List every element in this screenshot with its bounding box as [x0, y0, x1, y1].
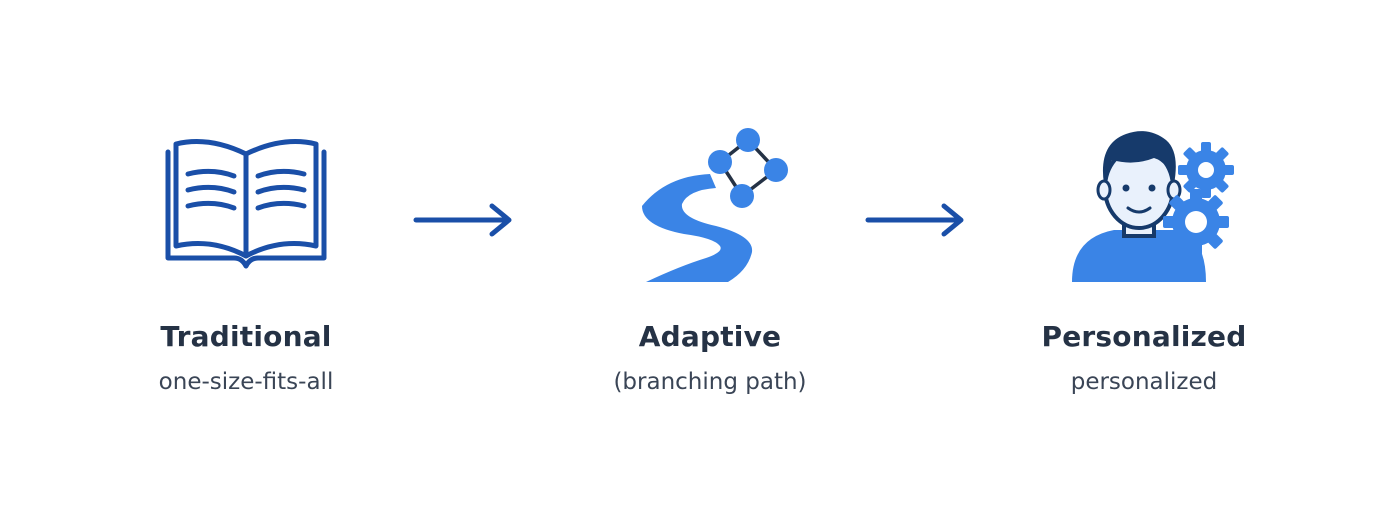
stage-traditional: Traditional one-size-fits-all — [96, 120, 396, 410]
stage-personalized: Personalized personalized — [994, 120, 1294, 410]
stage-subtitle: (branching path) — [613, 369, 807, 395]
stage-adaptive: Adaptive (branching path) — [560, 120, 860, 410]
open-book-icon — [165, 139, 327, 269]
stage-title: Adaptive — [638, 320, 782, 353]
stage-subtitle: personalized — [1070, 369, 1218, 395]
person-with-gears-icon — [1072, 131, 1234, 282]
branching-path-icon — [642, 128, 788, 282]
arrow-right-icon — [865, 203, 964, 237]
stage-title: Traditional — [160, 320, 332, 353]
arrow-right-icon — [413, 203, 512, 237]
stage-subtitle: one-size-fits-all — [158, 369, 334, 395]
stage-title: Personalized — [1041, 320, 1247, 353]
